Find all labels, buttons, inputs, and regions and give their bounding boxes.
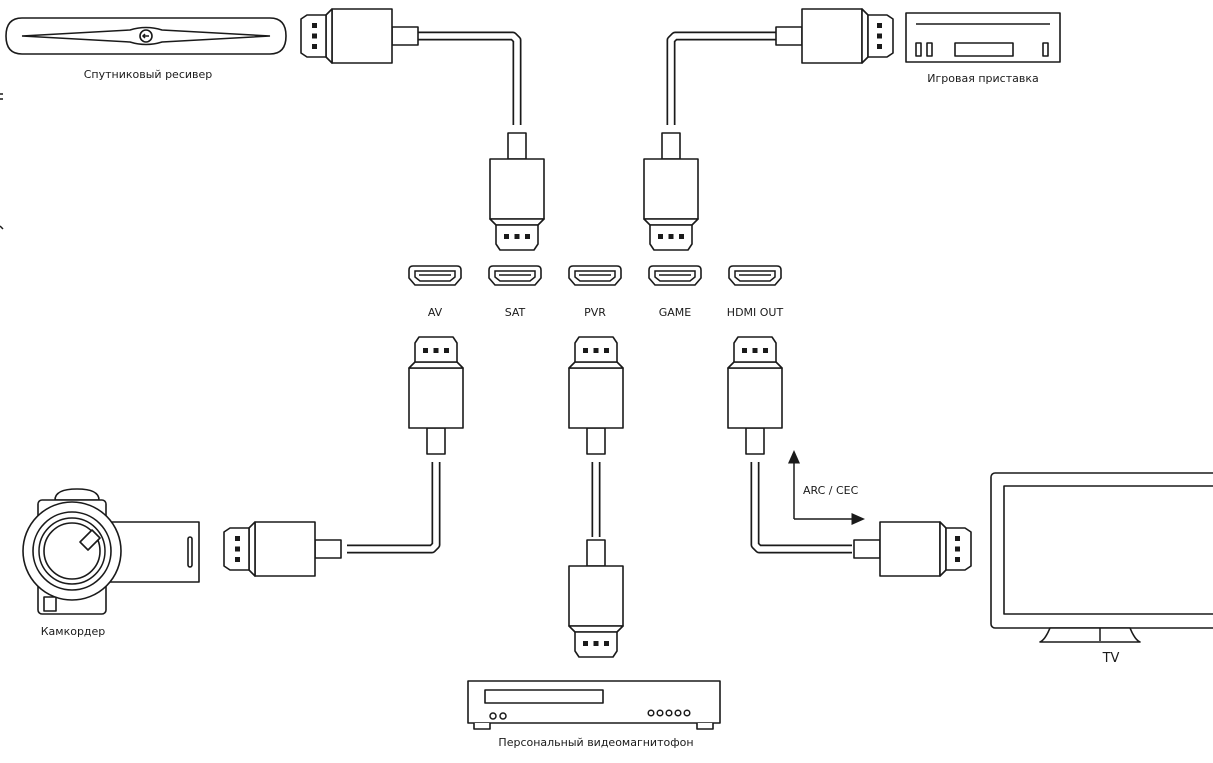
hdmi-plug-hdmi-out-port — [727, 336, 783, 455]
hdmi-plug-sat-port — [489, 132, 545, 251]
arc-cec-label: ARC / CEC — [803, 484, 859, 497]
recorder-device — [467, 680, 721, 730]
hdmi-port-av — [408, 265, 462, 286]
edge-mark-top — [0, 93, 3, 100]
arc-cec-arrows — [788, 450, 865, 525]
cable-satellite-wire — [382, 31, 522, 125]
hdmi-port-game — [648, 265, 702, 286]
hdmi-plug-pvr-port — [568, 336, 624, 455]
port-label-game: GAME — [659, 306, 692, 319]
port-label-hdmi-out: HDMI OUT — [727, 306, 784, 319]
hdmi-plug-camcorder — [223, 521, 342, 577]
satellite-receiver-label: Спутниковый ресивер — [84, 68, 213, 81]
hdmi-plug-recorder — [568, 539, 624, 658]
port-label-pvr: PVR — [584, 306, 606, 319]
game-console-device — [905, 12, 1061, 63]
tv-label: TV — [1102, 651, 1120, 666]
hdmi-plug-av-port — [408, 336, 464, 455]
tv-device — [990, 472, 1213, 643]
port-label-av: AV — [428, 306, 443, 319]
satellite-receiver-device — [5, 17, 287, 55]
cable-console-wire — [666, 31, 794, 125]
cable-camcorder-wire — [347, 462, 441, 554]
hdmi-plug-satellite — [300, 8, 419, 64]
edge-mark-mid — [0, 225, 4, 230]
recorder-label: Персональный видеомагнитофон — [498, 736, 693, 749]
hdmi-port-pvr — [568, 265, 622, 286]
hdmi-port-hdmi-out — [728, 265, 782, 286]
camcorder-device — [22, 488, 200, 615]
camcorder-label: Камкордер — [41, 625, 106, 638]
hdmi-plug-console — [775, 8, 894, 64]
hdmi-port-sat — [488, 265, 542, 286]
hdmi-plug-game-port — [643, 132, 699, 251]
port-label-sat: SAT — [505, 306, 526, 319]
cable-tv-wire — [750, 462, 852, 554]
game-console-label: Игровая приставка — [927, 72, 1038, 85]
hdmi-plug-tv — [853, 521, 972, 577]
receiver-port-row: AV SAT PVR GAME HDMI OUT — [408, 265, 784, 319]
